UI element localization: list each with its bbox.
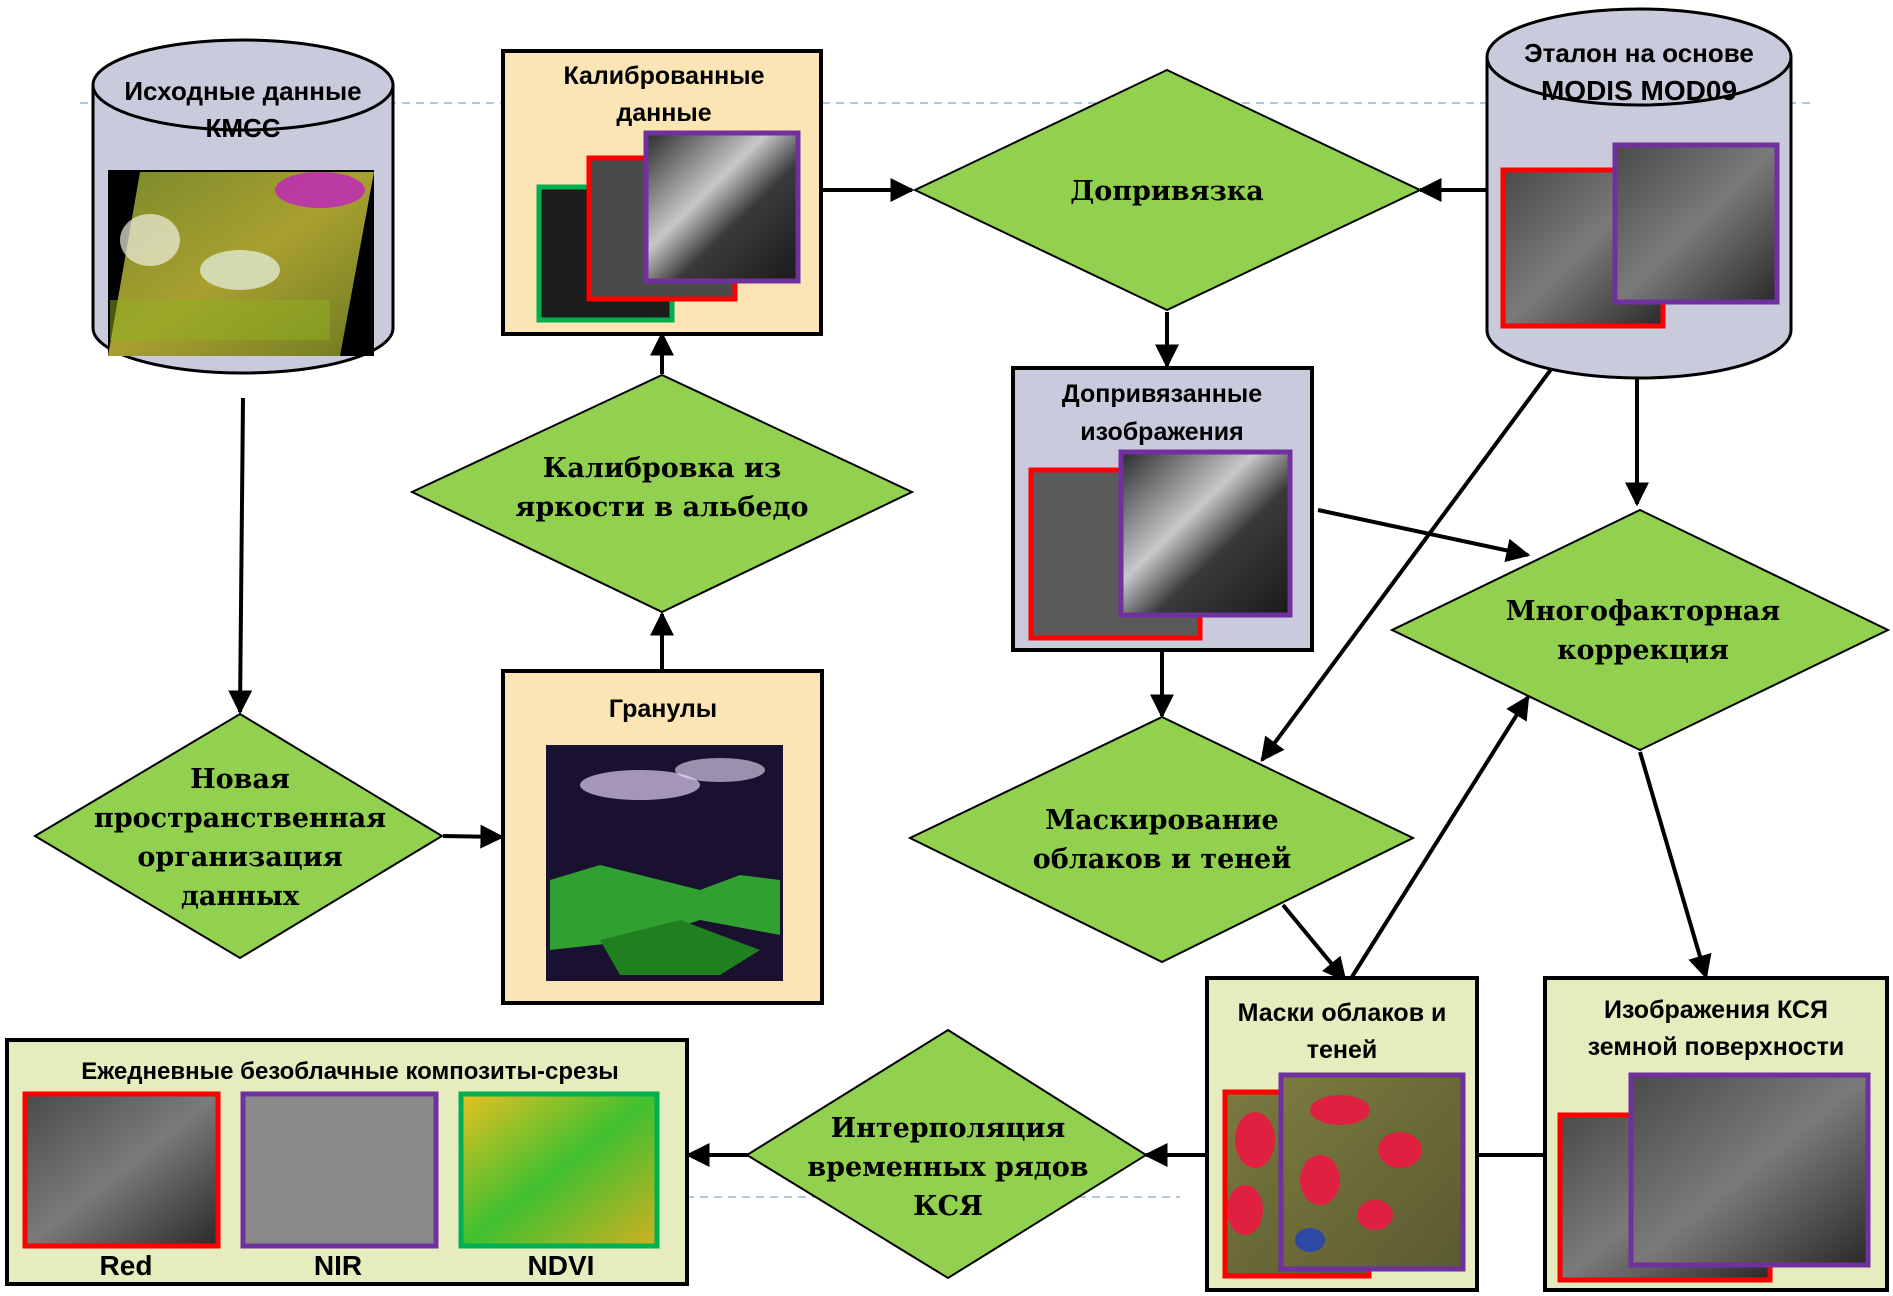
new-org-label-line2: пространственная [94, 803, 386, 834]
calibration-label-line1: Калибровка из [543, 453, 781, 484]
coreg-images-label-line2: изображения [1080, 418, 1243, 446]
masking-label-line1: Маскирование [1045, 805, 1278, 836]
multifactor-diamond: Многофакторная коррекция [1389, 508, 1891, 752]
calibrated-data-box: Калиброванные данные [501, 49, 823, 336]
composite-nir-image [240, 1091, 439, 1249]
composite-nir-label: NIR [314, 1250, 362, 1281]
reference-modis-cylinder: Эталон на основе MODIS MOD09 [1485, 7, 1793, 380]
arrow-neworg-to-granules [442, 824, 505, 849]
coreg-diamond: Допривязка [912, 68, 1423, 312]
arrow-masking-to-masks [1281, 903, 1347, 982]
composite-ndvi-image [458, 1091, 660, 1249]
reference-image-purple [1612, 142, 1780, 305]
composite-ndvi-label: NDVI [528, 1250, 595, 1281]
granules-image [546, 745, 783, 981]
masking-diamond: Маскирование облаков и теней [907, 715, 1416, 964]
multifactor-label-line1: Многофакторная [1506, 596, 1780, 627]
new-org-label-line4: данных [181, 881, 300, 912]
calibration-diamond: Калибровка из яркости в альбедо [409, 373, 915, 614]
reference-label-line1: Эталон на основе [1524, 38, 1754, 68]
coreg-images-box: Допривязанные изображения [1011, 366, 1314, 652]
calibrated-label-line2: данные [616, 99, 711, 127]
arrow-source-to-neworg [228, 397, 253, 715]
new-org-label-line1: Новая [190, 764, 290, 795]
calibration-label-line2: яркости в альбедо [515, 492, 808, 523]
composite-red-image [22, 1091, 221, 1249]
interp-label-line1: Интерполяция [831, 1113, 1066, 1144]
composites-title: Ежедневные безоблачные композиты-срезы [81, 1058, 619, 1085]
source-satellite-image [108, 170, 374, 356]
source-data-cylinder: Исходные данные КМСС [91, 38, 395, 375]
coreg-label: Допривязка [1070, 176, 1264, 207]
arrow-reference-to-masking [1260, 366, 1554, 762]
arrow-coregimages-to-multifactor [1317, 508, 1531, 563]
masks-label-line1: Маски облаков и [1238, 999, 1447, 1027]
interp-label-line3: КСЯ [913, 1191, 983, 1222]
arrow-multifactor-to-ksya [1638, 751, 1712, 980]
new-org-diamond: Новая пространственная организация данны… [33, 712, 444, 960]
ksya-label-line1: Изображения КСЯ [1604, 996, 1828, 1024]
interp-label-line2: временных рядов [807, 1152, 1088, 1183]
calibrated-image-purple [643, 130, 801, 284]
coreg-image-purple [1118, 449, 1293, 618]
masks-box: Маски облаков и теней [1205, 976, 1479, 1292]
composite-red-label: Red [100, 1250, 153, 1281]
masks-image-purple [1278, 1072, 1466, 1272]
arrow-masks-to-multifactor [1348, 694, 1530, 982]
ksya-box: Изображения КСЯ земной поверхности [1543, 976, 1889, 1292]
composites-box: Ежедневные безоблачные композиты-срезы R… [5, 1038, 689, 1286]
interp-diamond: Интерполяция временных рядов КСЯ [745, 1028, 1148, 1280]
source-label-line1: Исходные данные [124, 76, 361, 106]
ksya-image-purple [1628, 1072, 1871, 1268]
reference-label-line2: MODIS MOD09 [1541, 75, 1737, 106]
connectors [228, 178, 1712, 1167]
source-label-line2: КМСС [205, 113, 280, 143]
masking-label-line2: облаков и теней [1033, 844, 1292, 875]
coreg-images-label-line1: Допривязанные [1062, 380, 1262, 408]
ksya-label-line2: земной поверхности [1588, 1033, 1845, 1061]
masks-label-line2: теней [1307, 1036, 1378, 1064]
granules-label: Гранулы [609, 695, 717, 723]
multifactor-label-line2: коррекция [1557, 635, 1729, 666]
calibrated-label-line1: Калиброванные [563, 62, 764, 90]
granules-box: Гранулы [501, 669, 824, 1005]
new-org-label-line3: организация [137, 842, 342, 873]
